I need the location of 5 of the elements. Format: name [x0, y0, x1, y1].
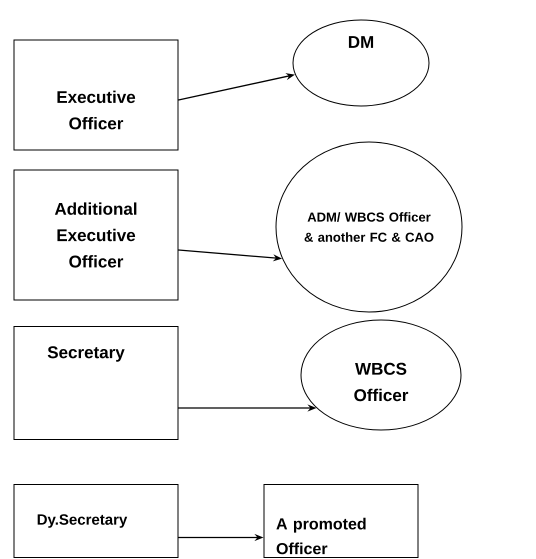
role-box: Dy.Secretary [14, 484, 178, 558]
role-box: Executive Officer [14, 40, 178, 150]
role-box: A promoted Officer [264, 484, 418, 558]
role-box: Additional Executive Officer [14, 170, 178, 300]
role-box: Secretary [14, 326, 178, 440]
